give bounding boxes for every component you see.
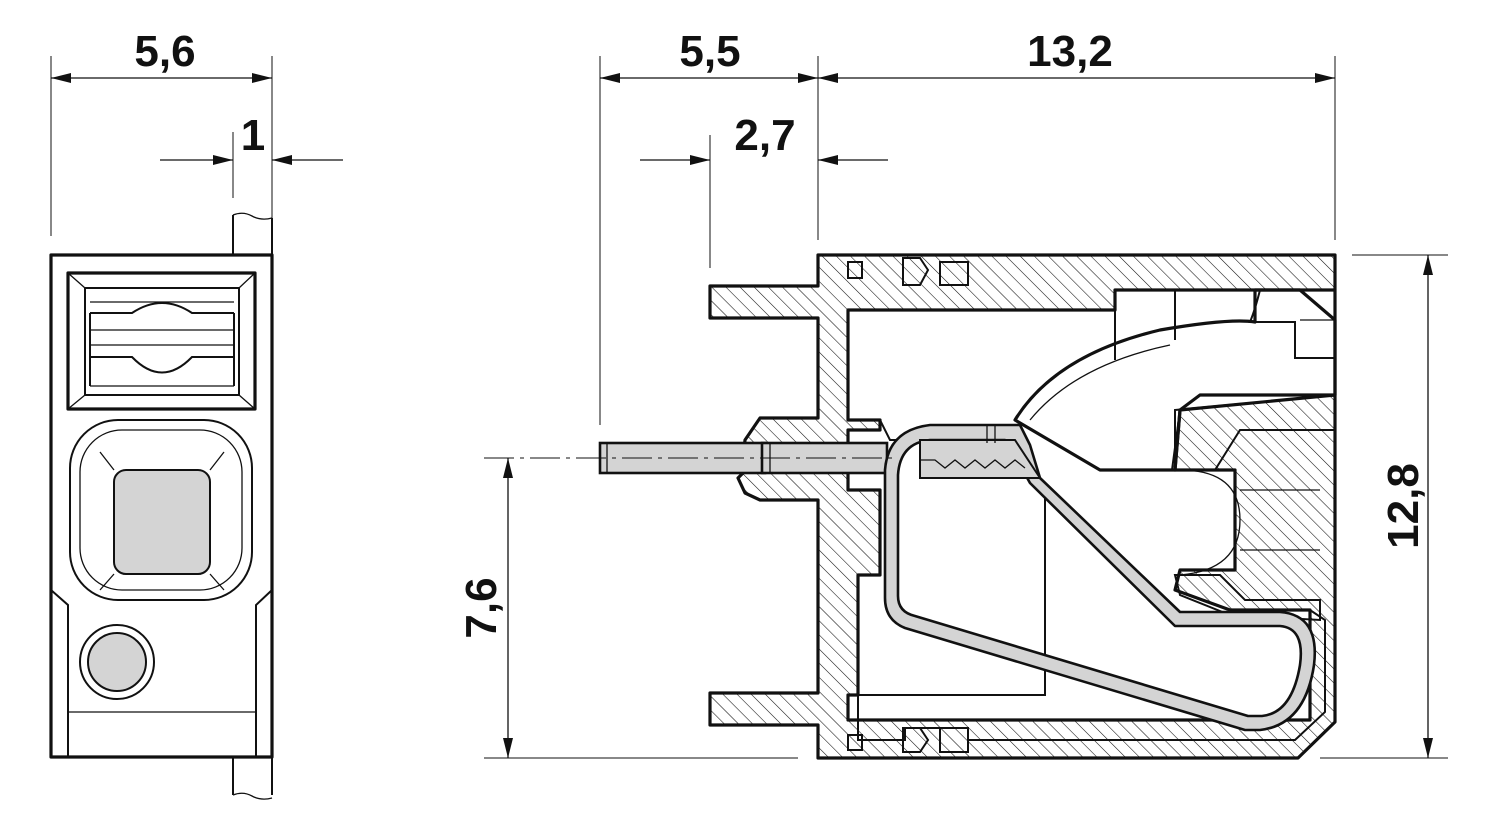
body-depth-dimension: 13,2 — [818, 27, 1336, 240]
pin-length-dimension: 5,5 — [599, 27, 819, 425]
front-pin-dimension: 1 — [160, 111, 343, 198]
pin-length-label: 5,5 — [679, 27, 740, 76]
solder-depth-dimension: 2,7 — [640, 111, 888, 268]
pin-height-dimension: 7,6 — [457, 458, 798, 759]
side-view: 5,5 13,2 2,7 12,8 7,6 — [457, 27, 1448, 760]
solder-depth-label: 2,7 — [734, 111, 795, 160]
front-width-label: 5,6 — [134, 27, 195, 76]
front-release-slot — [66, 271, 257, 411]
pin-height-label: 7,6 — [457, 577, 506, 638]
front-view: 5,6 1 — [49, 27, 343, 800]
height-dimension: 12,8 — [1320, 254, 1448, 759]
release-lever — [1013, 288, 1337, 472]
clamp-spring — [883, 423, 1317, 732]
clamp-bar — [919, 439, 1042, 479]
height-label: 12,8 — [1379, 463, 1428, 549]
body-depth-label: 13,2 — [1027, 27, 1113, 76]
front-test-hole — [79, 624, 155, 700]
front-body-outline — [49, 253, 274, 759]
front-conductor-entry — [69, 419, 253, 601]
front-pin-label: 1 — [241, 111, 265, 160]
front-width-dimension: 5,6 — [50, 27, 273, 236]
housing-section — [708, 253, 1337, 760]
front-conductor-opening — [113, 469, 211, 575]
housing-top-notches — [847, 257, 969, 753]
